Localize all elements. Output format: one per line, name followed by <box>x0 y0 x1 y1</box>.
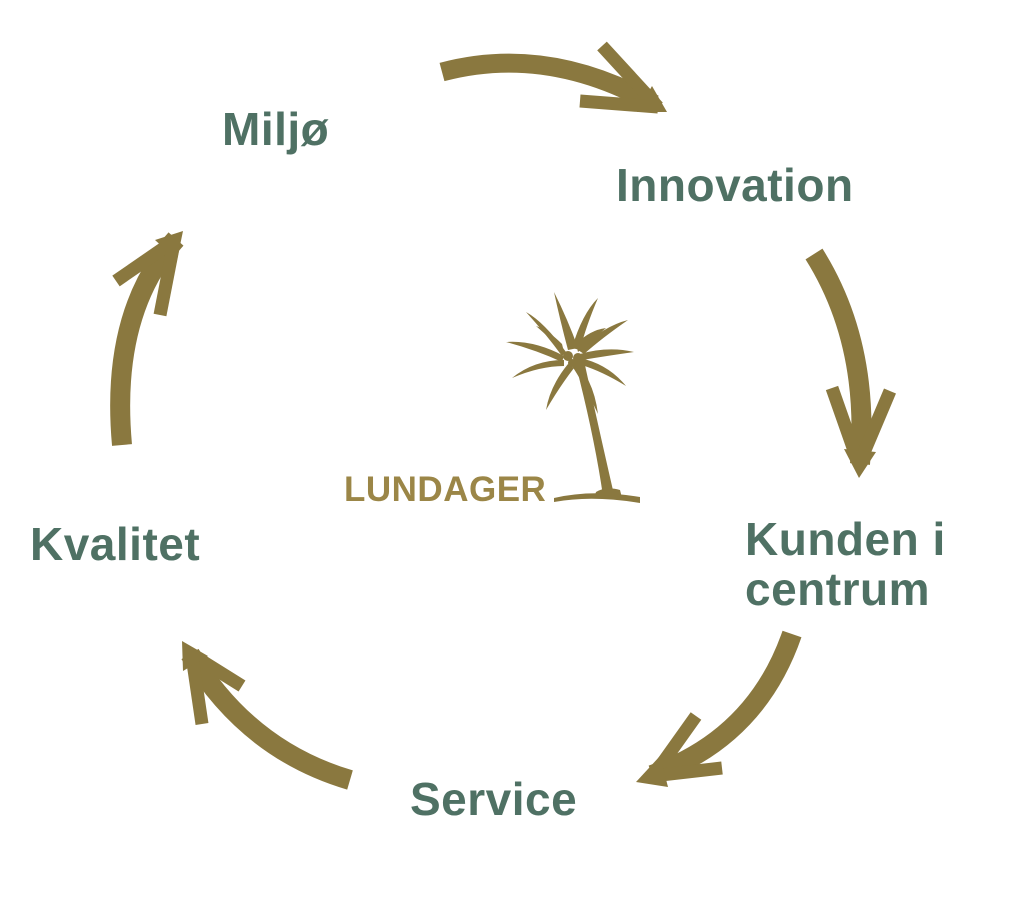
arrow-service-to-kvalitet <box>181 641 353 790</box>
arrow-miljo-to-innovation <box>439 41 667 114</box>
brand-name: LUNDAGER <box>344 470 547 509</box>
node-label-innovation: Innovation <box>616 159 854 211</box>
palm-tree-icon <box>506 292 640 503</box>
node-label-kunden-line1: Kunden i <box>745 513 946 565</box>
node-label-kunden-line2: centrum <box>745 563 930 615</box>
node-label-kvalitet: Kvalitet <box>30 518 201 570</box>
node-label-kunden-i-centrum: Kunden i centrum <box>745 514 946 614</box>
arrow-kvalitet-to-miljo <box>110 231 184 446</box>
arrow-kunden-to-service <box>636 630 802 787</box>
arrow-innovation-to-kunden <box>805 248 896 478</box>
node-label-miljo: Miljø <box>222 103 330 155</box>
node-label-service: Service <box>410 773 578 825</box>
